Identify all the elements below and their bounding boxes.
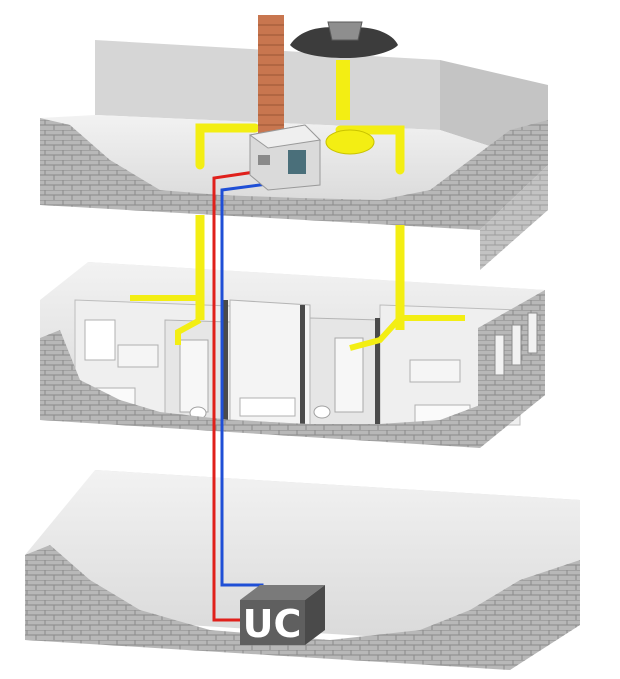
chimney — [258, 15, 284, 140]
apartment-brick-wall — [40, 330, 545, 448]
duct-branch-right-bath — [349, 315, 403, 351]
ventilation-ducts — [130, 60, 465, 351]
basement-level — [25, 470, 580, 670]
apartment-level — [40, 262, 545, 448]
uc-unit: UC — [240, 585, 325, 646]
ahu-fan-icon — [288, 150, 306, 174]
door-right — [334, 337, 364, 413]
attic-brick-wall — [40, 118, 548, 230]
uc-label: UC — [243, 602, 302, 646]
basement-brick-side — [510, 600, 580, 670]
toilet-right — [313, 405, 331, 419]
bathtub — [239, 397, 296, 417]
wall-edge-2 — [300, 305, 305, 425]
air-handling-unit — [248, 124, 322, 191]
kitchen-counter-left — [117, 344, 159, 368]
uc-front-face — [240, 600, 305, 645]
wall-edge-3 — [375, 318, 380, 425]
fridge — [84, 319, 116, 361]
fan-cap-icon — [327, 21, 363, 41]
ahu-top — [248, 124, 322, 149]
chimney-mortar — [258, 24, 284, 126]
ahu-panel — [258, 155, 270, 165]
uc-top-face — [240, 585, 325, 600]
duct-attic-right — [335, 125, 405, 175]
duct-attic-left — [195, 123, 260, 170]
basement-floor — [25, 470, 580, 645]
duct-branch-left-bath — [175, 317, 202, 345]
flexible-duct-joint — [325, 129, 375, 155]
door-left — [179, 339, 209, 413]
window-1 — [494, 334, 505, 376]
basement-brick-wall — [25, 545, 580, 670]
chimney-stack — [258, 15, 284, 140]
roof-flashing — [290, 27, 398, 58]
uc-side-face — [305, 585, 325, 645]
roof-fan — [290, 21, 398, 58]
window-3 — [527, 312, 538, 354]
wall-edge-1 — [223, 300, 228, 422]
window-2 — [511, 324, 522, 366]
kitchen-counter-right — [409, 359, 461, 383]
attic-brick-side — [480, 165, 548, 270]
